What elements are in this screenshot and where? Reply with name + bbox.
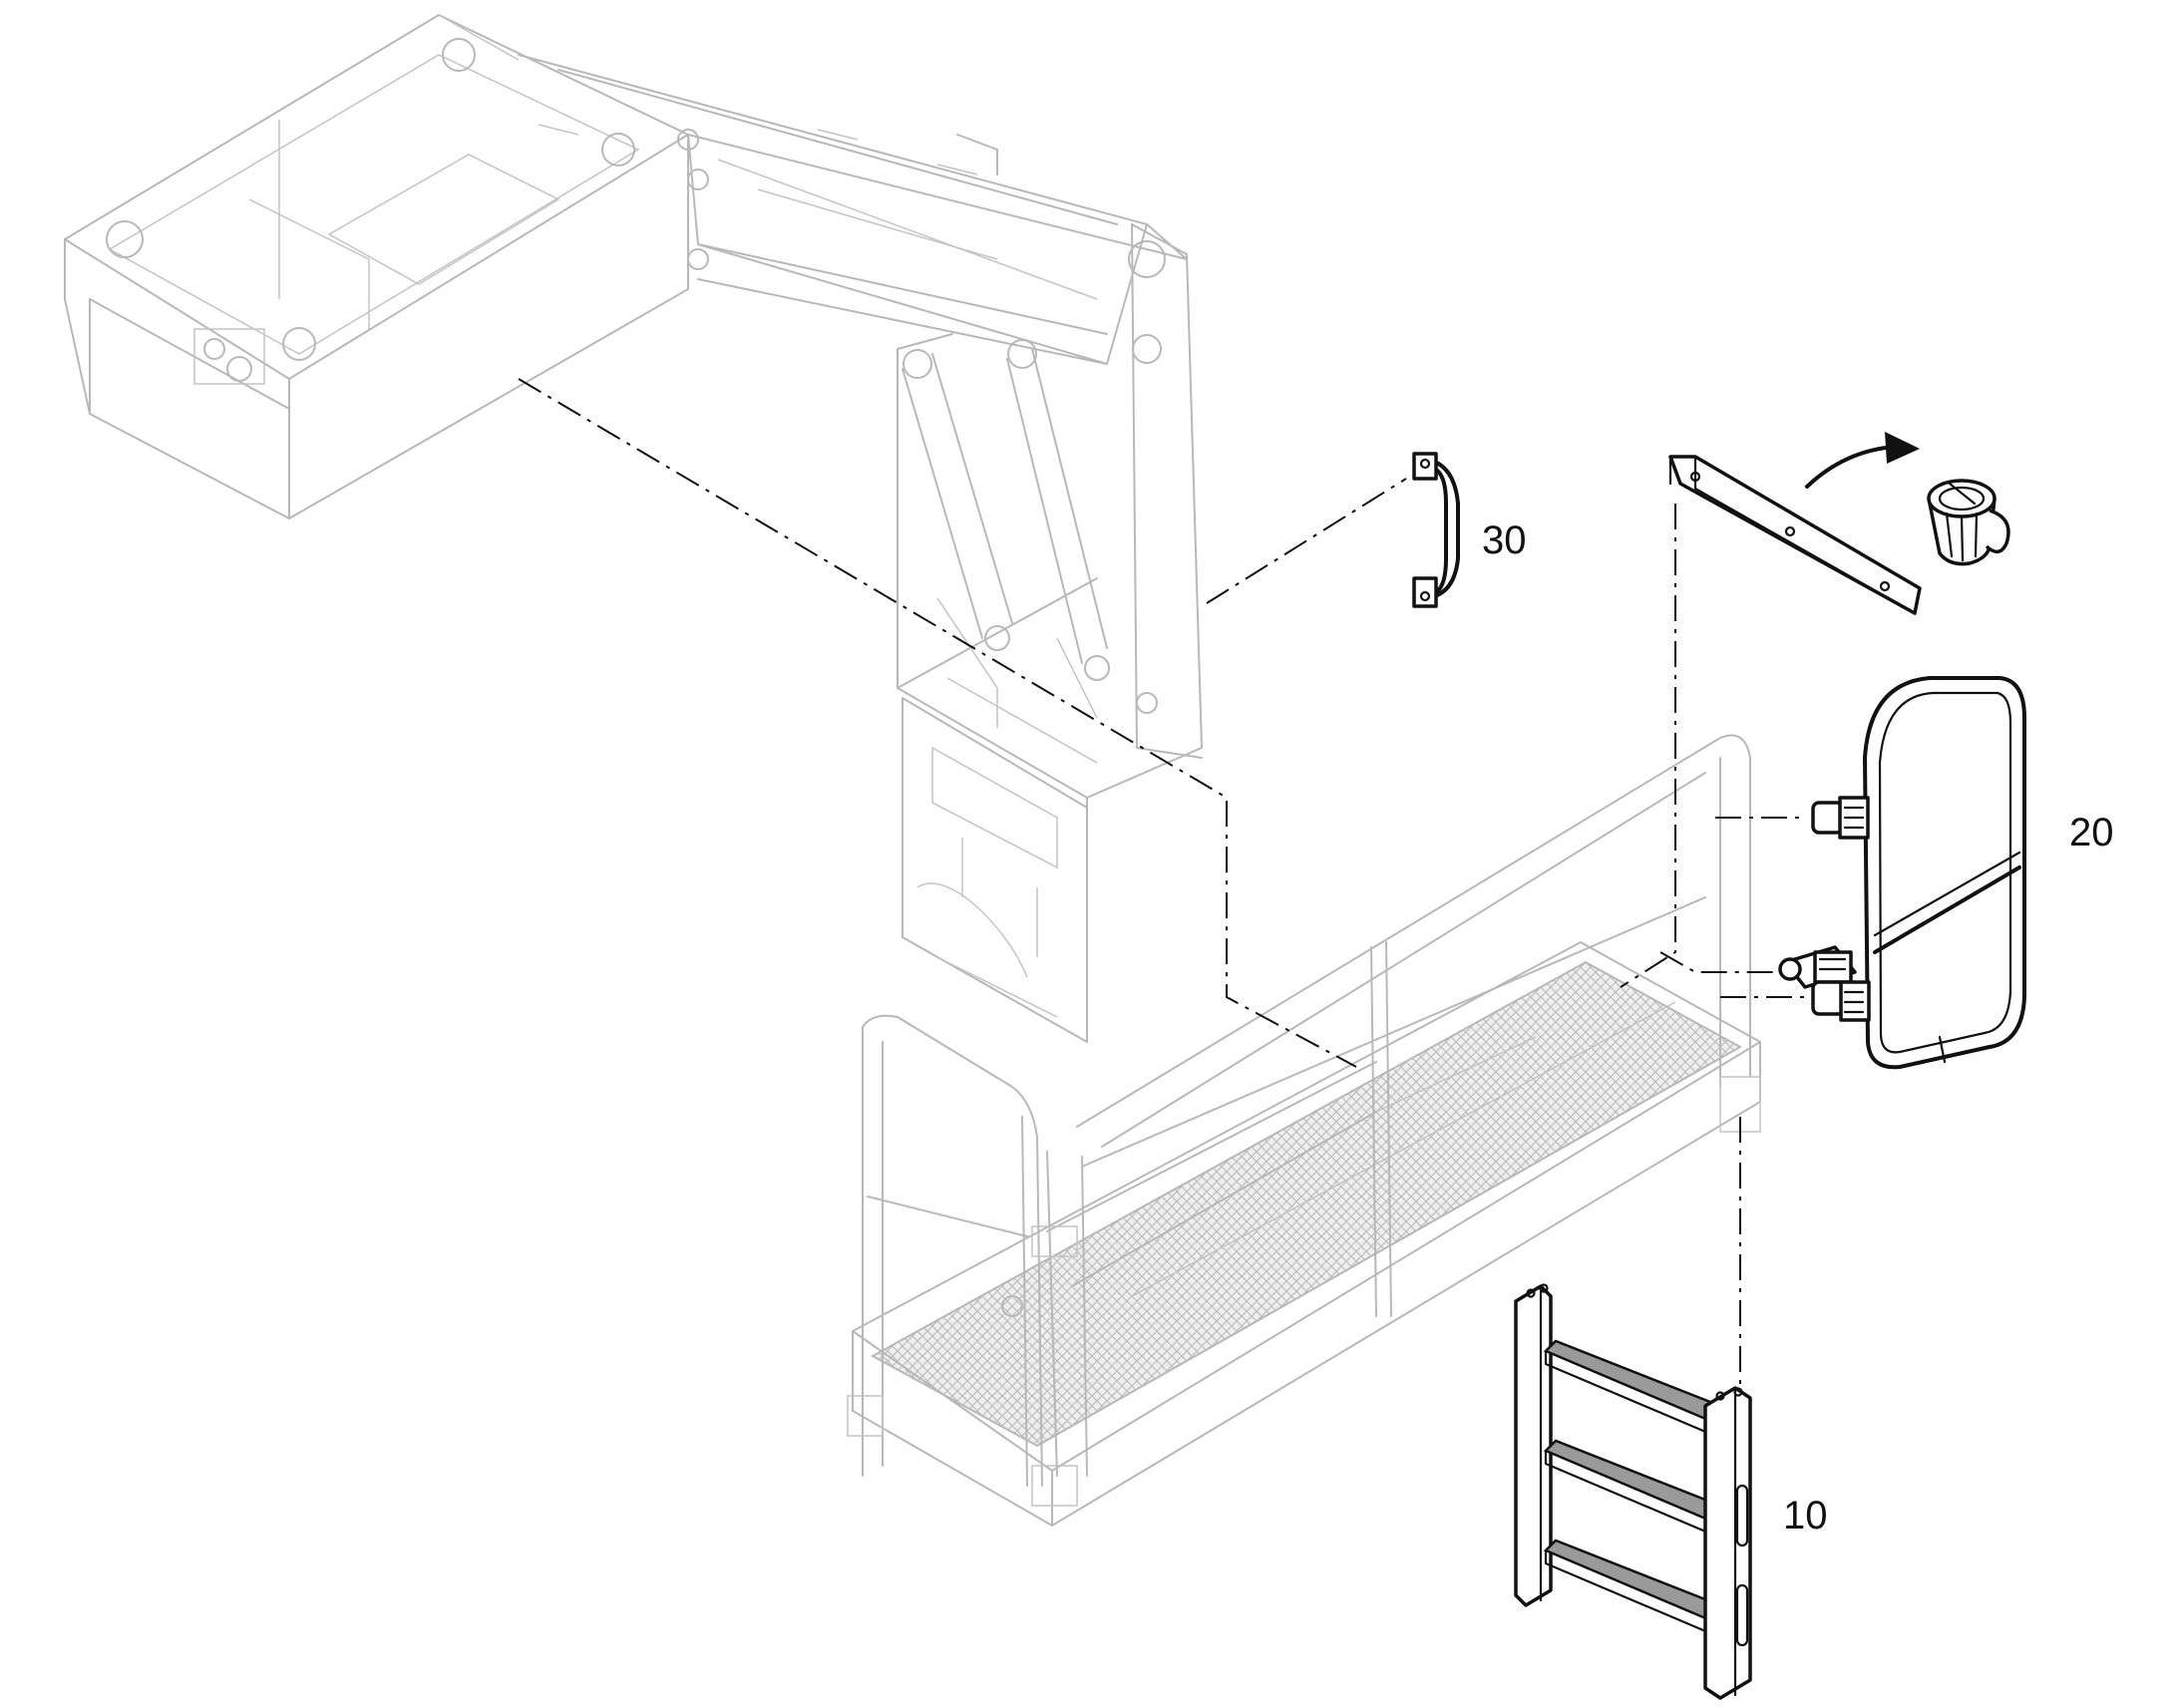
leader-lines bbox=[518, 378, 1810, 1386]
curved-arrow-icon bbox=[1805, 432, 1920, 489]
vertical-mast bbox=[897, 223, 1203, 1043]
callout-part-30: 30 bbox=[1482, 518, 1527, 562]
grab-handle-part-30 bbox=[1412, 452, 1460, 608]
machine-context bbox=[64, 14, 1761, 1527]
work-platform bbox=[847, 734, 1761, 1527]
upper-box-assembly bbox=[64, 14, 689, 519]
boom-arm bbox=[518, 54, 1188, 365]
trash-can-icon bbox=[1927, 479, 2010, 566]
callout-part-10: 10 bbox=[1783, 1494, 1828, 1537]
gate-latch bbox=[1778, 945, 1857, 989]
removed-rail-bar bbox=[1668, 455, 1922, 615]
gate-hinge-lower bbox=[1811, 980, 1871, 1022]
gate-part-20 bbox=[1778, 676, 2026, 1070]
gate-hinge-upper bbox=[1811, 796, 1870, 840]
step-ladder-part-10 bbox=[1514, 1283, 1752, 1700]
hydraulic-cylinders bbox=[902, 339, 1110, 764]
callout-part-20: 20 bbox=[2069, 811, 2114, 854]
